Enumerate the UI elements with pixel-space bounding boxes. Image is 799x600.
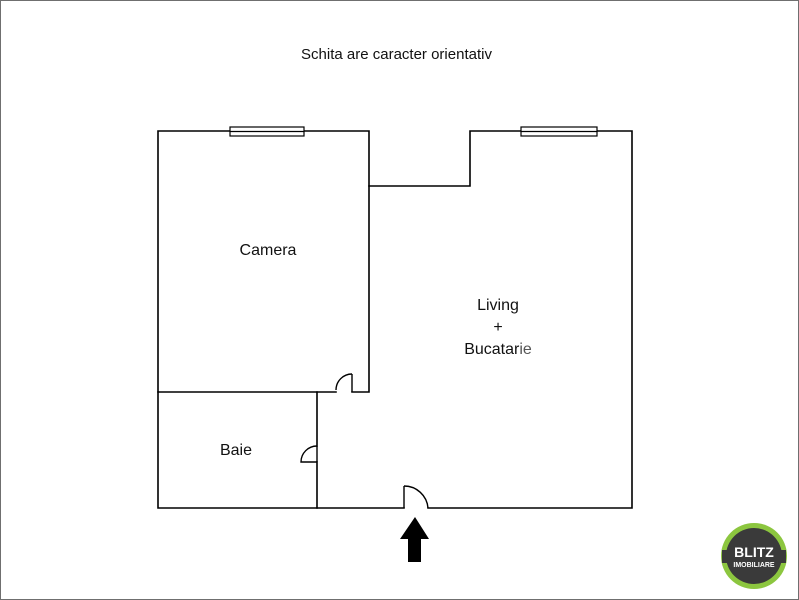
logo-band [722,550,786,563]
living-line-1: Living [477,297,519,314]
living-line-2: + [493,319,503,336]
blitz-logo: BLITZ IMOBILIARE [721,523,787,589]
logo-text-blitz: BLITZ [734,544,774,560]
living-line-3: Bucatarie [448,339,548,361]
room-label-camera: Camera [239,242,297,259]
entrance-arrow-icon [400,517,429,562]
room-label-living: Living + Bucatarie [448,295,548,361]
living-line-3b: ie [519,341,532,358]
living-line-3a: Bucatar [464,341,520,358]
windows [229,126,598,137]
doors [300,373,429,509]
bottom-walls [157,391,405,509]
logo-text-imobiliare: IMOBILIARE [733,562,775,569]
plan-title: Schita are caracter orientativ [301,46,492,63]
room-label-baie: Baie [219,442,253,459]
